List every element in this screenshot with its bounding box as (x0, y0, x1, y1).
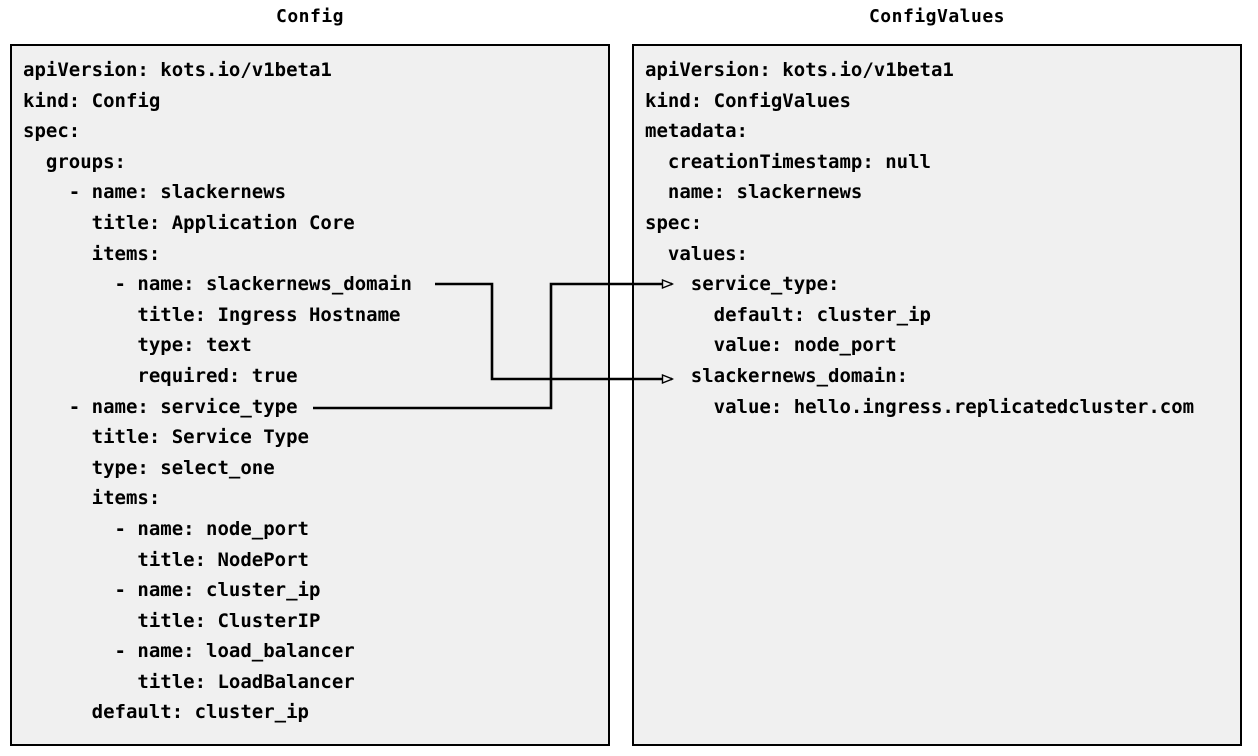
configvalues-panel-title: ConfigValues (868, 6, 1006, 27)
configvalues-yaml-text: apiVersion: kots.io/v1beta1 kind: Config… (645, 59, 1195, 418)
config-yaml-text: apiVersion: kots.io/v1beta1 kind: Config… (23, 59, 412, 724)
config-panel-title: Config (275, 6, 345, 27)
configvalues-panel: apiVersion: kots.io/v1beta1 kind: Config… (632, 44, 1242, 746)
config-panel: apiVersion: kots.io/v1beta1 kind: Config… (10, 44, 610, 746)
